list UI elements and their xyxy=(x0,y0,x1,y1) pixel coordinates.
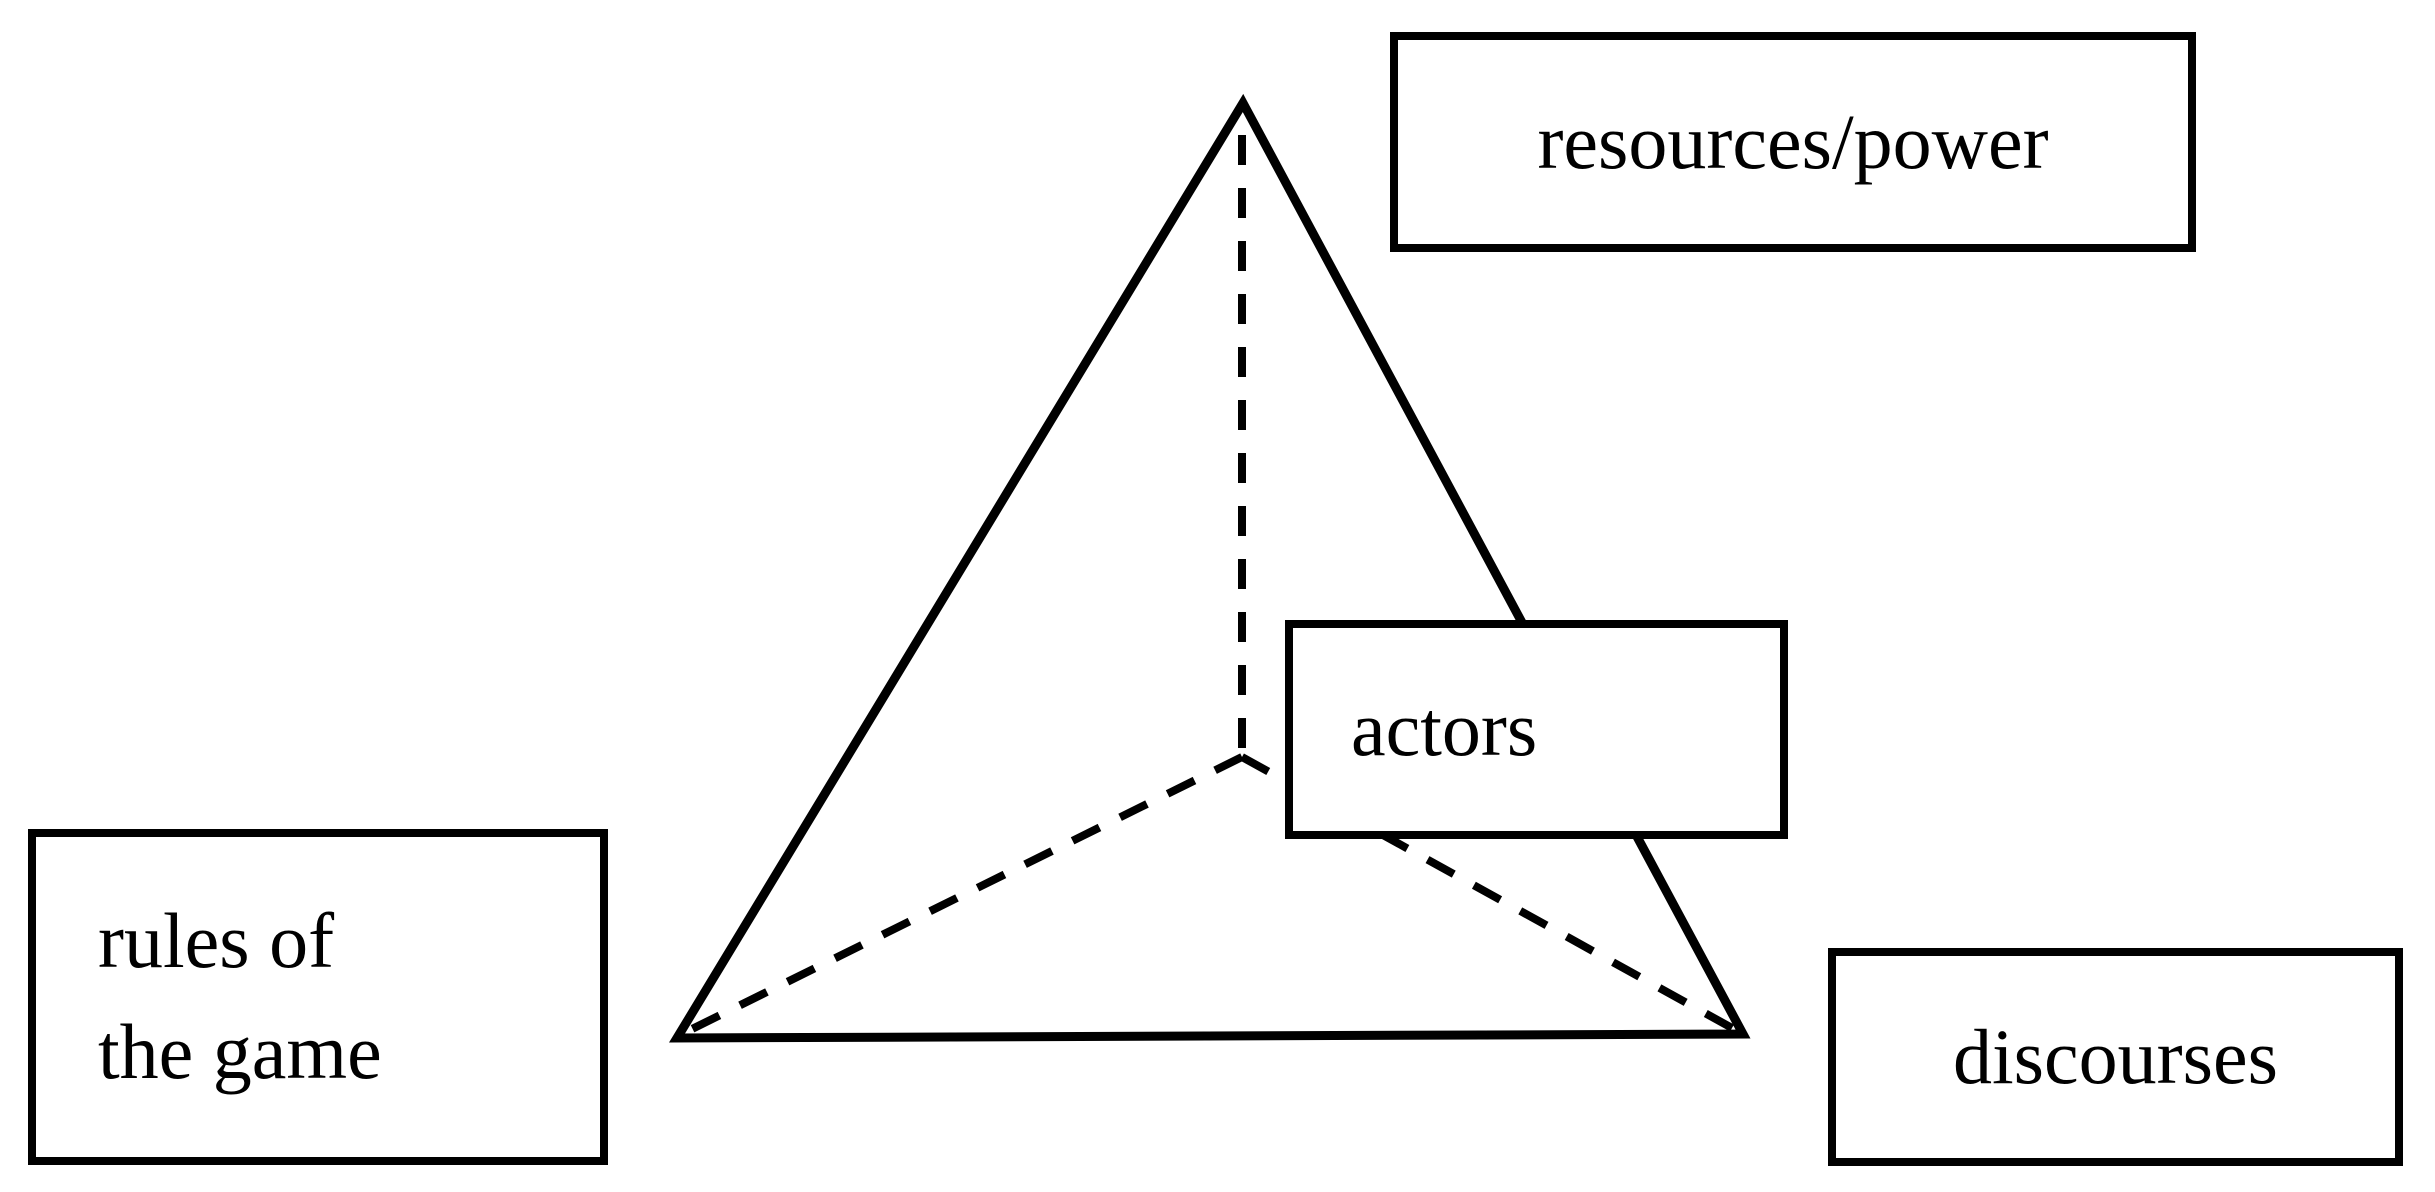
label-box-rules-of-the-game: rules of the game xyxy=(28,829,608,1165)
label-box-resources-power: resources/power xyxy=(1390,32,2196,252)
actors-label: actors xyxy=(1351,685,1538,773)
dashed-edge-center-to-right-vertex xyxy=(1240,753,1734,1032)
label-box-discourses: discourses xyxy=(1828,948,2403,1166)
rules-of-the-game-label: rules of the game xyxy=(98,897,382,1095)
resources-power-label: resources/power xyxy=(1537,97,2049,185)
label-box-actors: actors xyxy=(1285,620,1788,839)
dashed-edge-center-to-left-vertex xyxy=(688,753,1244,1034)
discourses-label: discourses xyxy=(1953,1012,2278,1100)
triangle-outline xyxy=(668,93,1751,1043)
